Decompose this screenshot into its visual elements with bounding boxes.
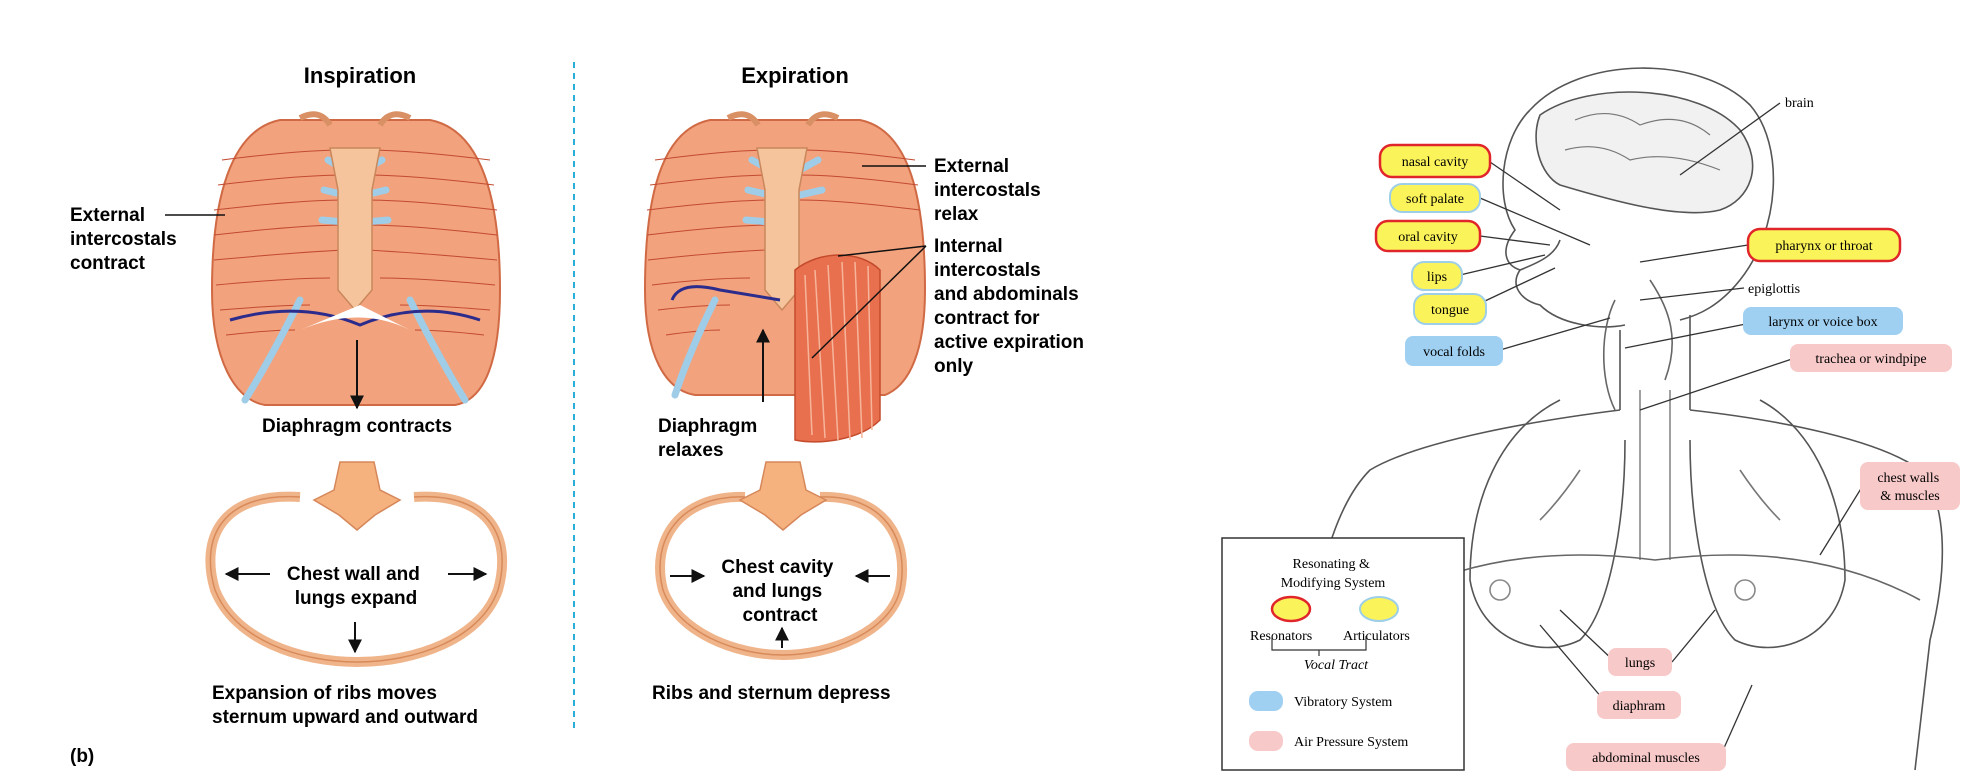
label-nasal-cavity: nasal cavity (1402, 155, 1468, 170)
chest-wall-label: Chest wall and lungs expand (287, 564, 425, 609)
label-soft-palate: soft palate (1406, 192, 1464, 207)
label-epiglottis: epiglottis (1748, 282, 1800, 297)
exp-external-label: External intercostals relax (934, 156, 1046, 225)
panel-label: (b) (70, 746, 94, 767)
legend-vibratory-swatch (1249, 691, 1283, 711)
diaphragm-relaxes-label: Diaphragm relaxes (658, 416, 763, 461)
legend: Resonating & Modifying System Resonators… (1222, 538, 1464, 770)
label-lungs: lungs (1625, 656, 1655, 671)
rib-cage-expiration (645, 114, 925, 442)
legend-air-pressure: Air Pressure System (1294, 735, 1408, 750)
label-diaphram: diaphram (1613, 699, 1666, 714)
exp-internal-label: Internal intercostals and abdominals con… (934, 236, 1089, 377)
expiration-title: Expiration (741, 63, 849, 88)
label-larynx: larynx or voice box (1768, 315, 1877, 330)
label-trachea: trachea or windpipe (1815, 352, 1926, 367)
diaphragm-contracts-label: Diaphragm contracts (262, 416, 452, 437)
label-vocal-folds: vocal folds (1423, 345, 1485, 360)
legend-resonator-swatch (1272, 597, 1310, 621)
inspiration-caption: Expansion of ribs moves sternum upward a… (212, 683, 478, 728)
label-lips: lips (1427, 270, 1447, 285)
legend-articulator-swatch (1360, 597, 1398, 621)
legend-articulators: Articulators (1343, 629, 1410, 644)
chest-cavity-label: Chest cavity and lungs contract (721, 557, 838, 626)
cross-section-inspiration (210, 462, 502, 662)
label-brain: brain (1785, 96, 1814, 111)
legend-air-pressure-swatch (1249, 731, 1283, 751)
vocal-anatomy-panel: brain nasal cavity soft palate oral cavi… (1222, 68, 1960, 771)
breathing-panel: Inspiration Expiration (70, 62, 1089, 767)
inspiration-title: Inspiration (304, 63, 416, 88)
label-oral-cavity: oral cavity (1398, 230, 1457, 245)
label-tongue: tongue (1431, 303, 1469, 318)
legend-vocal-tract: Vocal Tract (1304, 658, 1369, 673)
expiration-caption: Ribs and sternum depress (652, 683, 891, 704)
label-abdominal: abdominal muscles (1592, 751, 1700, 766)
label-pharynx: pharynx or throat (1775, 239, 1872, 254)
legend-resonators: Resonators (1250, 629, 1312, 644)
legend-vibratory: Vibratory System (1294, 695, 1392, 710)
